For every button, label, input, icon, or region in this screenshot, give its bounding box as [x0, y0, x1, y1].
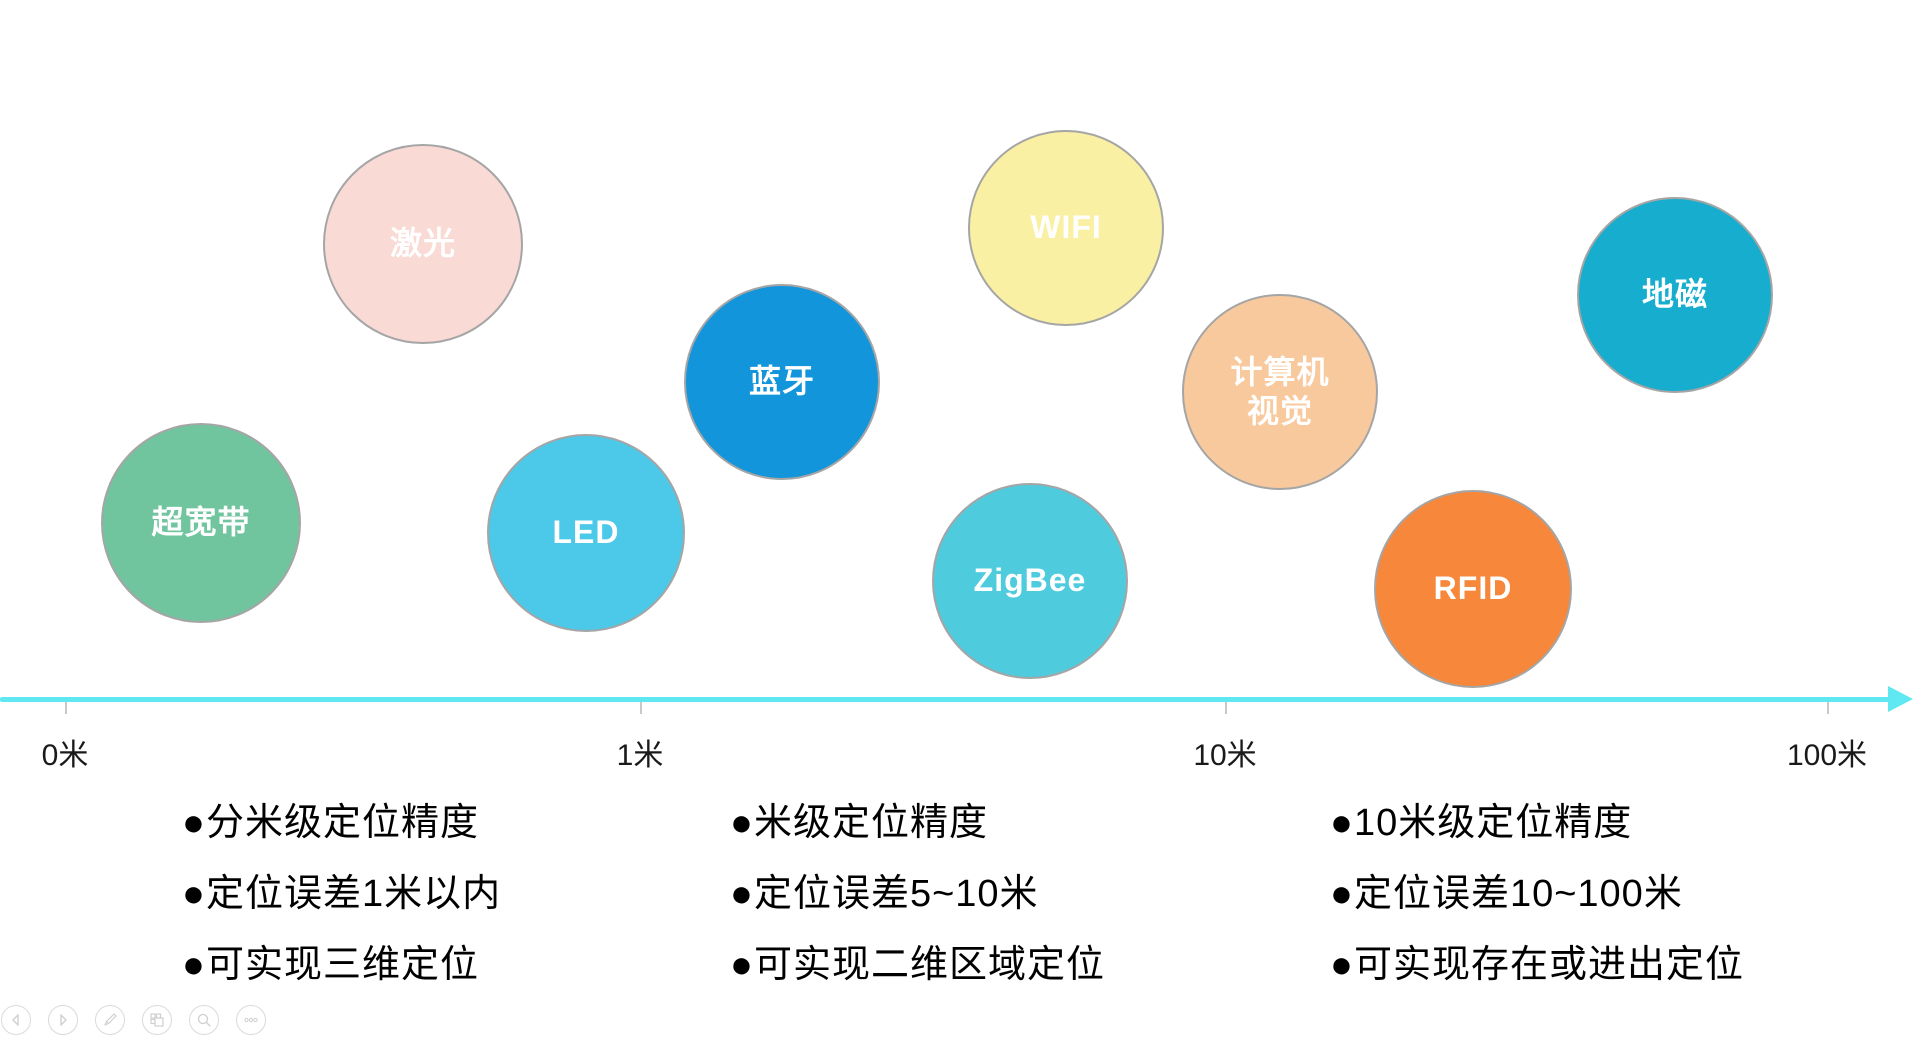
previous-slide-button[interactable] [1, 1005, 31, 1035]
distance-axis-line [0, 697, 1890, 702]
axis-label-10m: 10米 [1193, 739, 1257, 772]
axis-arrowhead-icon [1888, 686, 1913, 712]
legend-item: ●米级定位精度 [730, 802, 988, 844]
bubble-computer-vision: 计算机 视觉 [1182, 294, 1378, 490]
bubble-geomagnetic-label: 地磁 [1641, 276, 1708, 313]
legend-item: ●定位误差10~100米 [1330, 873, 1683, 915]
axis-tick-1m [640, 702, 642, 714]
magnifier-icon [197, 1013, 211, 1027]
chevron-right-icon [60, 1014, 67, 1026]
legend-item: ●定位误差1米以内 [182, 873, 502, 915]
chevron-left-icon [12, 1014, 19, 1026]
bubble-wifi-label: WIFI [1030, 209, 1102, 246]
legend-column-decimeter: ●分米级定位精度 ●定位误差1米以内 ●可实现三维定位 [182, 801, 501, 1014]
bubble-computer-vision-label: 计算机 视觉 [1230, 353, 1330, 429]
legend-item: ●可实现存在或进出定位 [1330, 944, 1744, 986]
legend-item: ●分米级定位精度 [182, 802, 479, 844]
axis-tick-0m [65, 702, 67, 714]
bubble-rfid: RFID [1374, 490, 1572, 688]
presentation-toolbar [1, 1005, 266, 1035]
bubble-laser-label: 激光 [389, 225, 456, 262]
bubble-uwb-label: 超宽带 [151, 504, 251, 541]
legend-item: ●可实现三维定位 [182, 944, 479, 986]
bubble-zigbee-label: ZigBee [973, 562, 1087, 599]
axis-tick-100m [1827, 702, 1829, 714]
bubble-wifi: WIFI [968, 130, 1164, 326]
legend-item: ●10米级定位精度 [1330, 802, 1633, 844]
bubble-rfid-label: RFID [1433, 570, 1513, 607]
ellipsis-icon [244, 1017, 258, 1023]
slides-panel-icon [150, 1013, 164, 1027]
legend-column-meter: ●米级定位精度 ●定位误差5~10米 ●可实现二维区域定位 [730, 801, 1105, 1014]
slide-menu-button[interactable] [142, 1005, 172, 1035]
bubble-geomagnetic: 地磁 [1577, 197, 1773, 393]
legend-item: ●定位误差5~10米 [730, 873, 1039, 915]
legend-column-ten-meter: ●10米级定位精度 ●定位误差10~100米 ●可实现存在或进出定位 [1330, 801, 1744, 1014]
bubble-bluetooth: 蓝牙 [684, 284, 880, 480]
axis-label-0m: 0米 [41, 739, 89, 772]
bubble-zigbee: ZigBee [932, 483, 1128, 679]
bubble-bluetooth-label: 蓝牙 [748, 363, 815, 400]
pen-annotate-button[interactable] [95, 1005, 125, 1035]
more-options-button[interactable] [236, 1005, 266, 1035]
legend-item: ●可实现二维区域定位 [730, 944, 1105, 986]
zoom-magnifier-button[interactable] [189, 1005, 219, 1035]
axis-label-1m: 1米 [616, 739, 664, 772]
pen-icon [104, 1013, 117, 1026]
bubble-uwb: 超宽带 [101, 423, 301, 623]
bubble-led-label: LED [552, 514, 620, 551]
bubble-laser: 激光 [323, 144, 523, 344]
axis-tick-10m [1225, 702, 1227, 714]
bubble-led: LED [487, 434, 685, 632]
next-slide-button[interactable] [48, 1005, 78, 1035]
axis-label-100m: 100米 [1786, 739, 1868, 772]
